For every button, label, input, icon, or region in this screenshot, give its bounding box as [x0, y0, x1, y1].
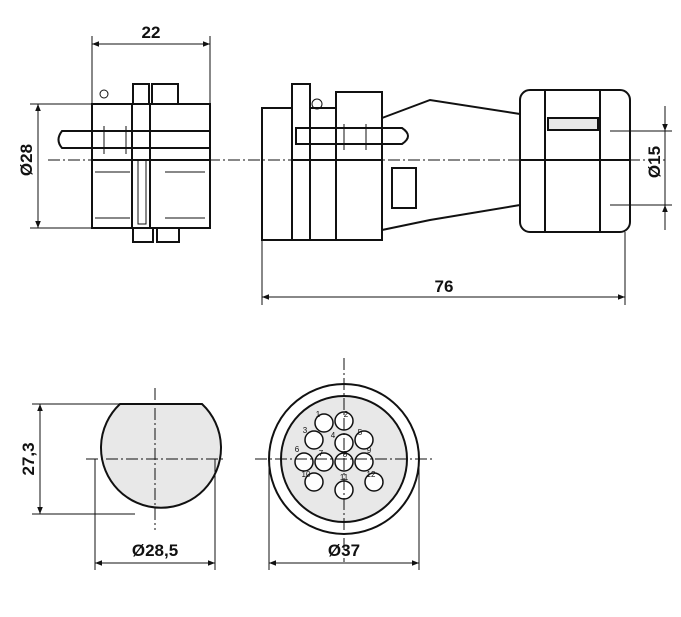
- contact-hole: [354, 452, 374, 472]
- dim-d15-label: Ø15: [645, 146, 664, 178]
- contact-number-label: 7: [319, 449, 324, 458]
- contact-hole: [294, 452, 314, 472]
- socket-side-view: [57, 83, 211, 243]
- contact-number-label: 12: [367, 470, 376, 479]
- contact-number-label: 5: [358, 428, 363, 437]
- contact-hole: [304, 430, 324, 450]
- contact-number-label: 2: [344, 410, 349, 419]
- dim-76-label: 76: [435, 277, 454, 296]
- contact-number-label: 1: [316, 410, 321, 419]
- dim-d37-label: Ø37: [328, 541, 360, 560]
- contact-number-label: 9: [367, 446, 372, 455]
- dim-27-3-label: 27,3: [19, 442, 38, 475]
- contact-hole: [314, 413, 334, 433]
- dim-d28-label: Ø28: [17, 144, 36, 176]
- contact-number-label: 4: [331, 431, 336, 440]
- contact-number-label: 6: [295, 445, 300, 454]
- contact-hole: [314, 452, 334, 472]
- contact-number-label: 11: [340, 473, 349, 482]
- contact-number-label: 3: [303, 426, 308, 435]
- contact-number-label: 10: [302, 470, 311, 479]
- contact-number-label: 8: [343, 450, 348, 459]
- contact-hole: [364, 472, 384, 492]
- contact-hole: [304, 472, 324, 492]
- panel-cutout-view: [100, 403, 222, 509]
- center-lines: [48, 159, 665, 562]
- contact-hole: [354, 430, 374, 450]
- dim-22-label: 22: [142, 23, 161, 42]
- dimension-lines: [30, 36, 672, 570]
- dim-d28-5-label: Ø28,5: [132, 541, 178, 560]
- plug-side-view: [261, 83, 631, 241]
